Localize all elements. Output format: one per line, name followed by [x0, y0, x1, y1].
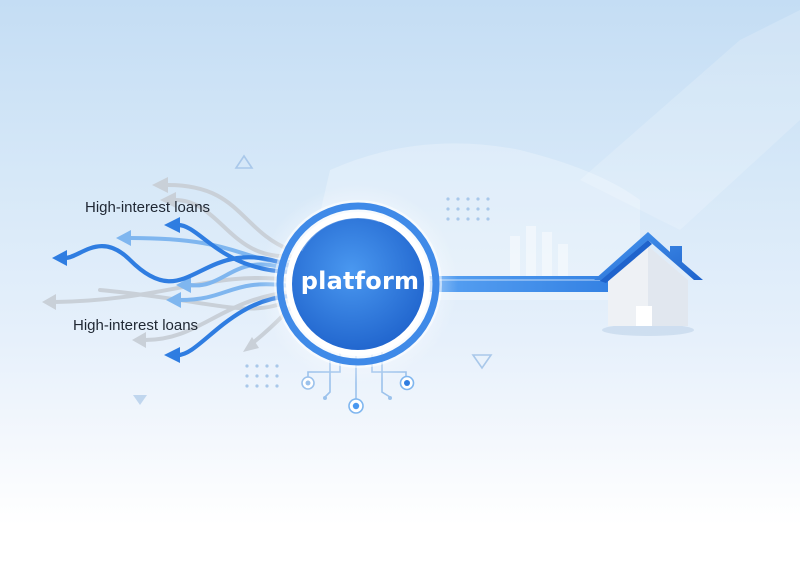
- triangle-icon: [133, 395, 147, 405]
- high-interest-loans-label-top: High-interest loans: [85, 199, 211, 216]
- high-interest-loans-label-bottom: High-interest loans: [73, 317, 199, 334]
- gray-arrowheads: [42, 177, 259, 352]
- triangle-icon: [234, 154, 254, 169]
- dot-grid-bottom: [245, 364, 279, 388]
- blue-arrowheads: [52, 217, 180, 363]
- circuit-nodes: [301, 375, 415, 414]
- triangle-icon: [471, 354, 493, 370]
- dot-grid-top: [446, 197, 490, 221]
- light-blue-arrowheads: [116, 230, 191, 308]
- platform-orb: [258, 184, 458, 384]
- house-icon: [594, 232, 703, 336]
- platform-label: platform: [300, 267, 420, 295]
- bar-chart-shape: [510, 226, 568, 276]
- main-arrow-to-house: [420, 267, 634, 301]
